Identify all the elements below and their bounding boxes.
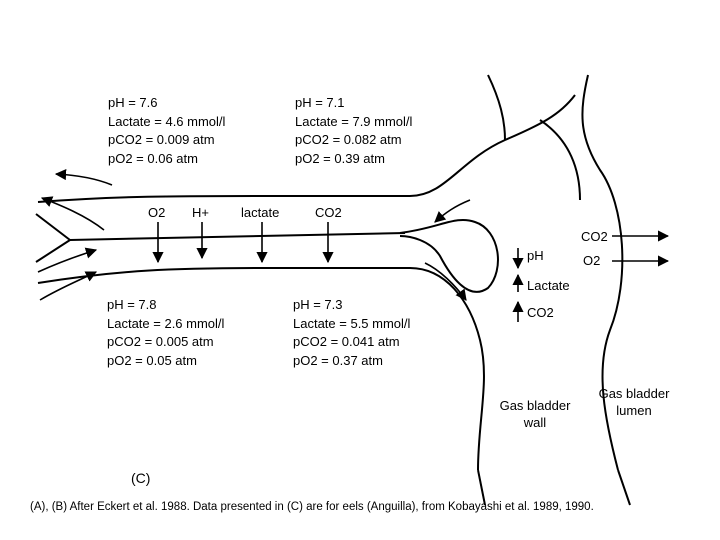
vein-bottom-lactate: Lactate = 5.5 mmol/l [293, 315, 410, 334]
panel-label: (C) [131, 470, 150, 486]
vein-top-values: pH = 7.1 Lactate = 7.9 mmol/l pCO2 = 0.0… [295, 94, 412, 168]
gland-co2-label: CO2 [527, 305, 554, 320]
artery-bottom-ph: pH = 7.8 [107, 296, 224, 315]
gas-bladder-wall-label: Gas bladder wall [490, 397, 580, 431]
artery-top-lactate: Lactate = 4.6 mmol/l [108, 113, 225, 132]
vein-bottom-ph: pH = 7.3 [293, 296, 410, 315]
lumen-co2-label: CO2 [581, 229, 608, 244]
vein-top-ph: pH = 7.1 [295, 94, 412, 113]
bladder-inner-wall [540, 120, 580, 200]
diffusion-lactate-label: lactate [241, 205, 279, 220]
diffusion-h-label: H+ [192, 205, 209, 220]
gland-ph-label: pH [527, 248, 544, 263]
artery-top-po2: pO2 = 0.06 atm [108, 150, 225, 169]
artery-bottom-lactate: Lactate = 2.6 mmol/l [107, 315, 224, 334]
artery-top-pco2: pCO2 = 0.009 atm [108, 131, 225, 150]
artery-top-ph: pH = 7.6 [108, 94, 225, 113]
diffusion-co2-label: CO2 [315, 205, 342, 220]
artery-bottom-pco2: pCO2 = 0.005 atm [107, 333, 224, 352]
capillary-bottom-wall [38, 268, 484, 470]
diffusion-o2-label: O2 [148, 205, 165, 220]
flow-arrow-in-bottom [40, 272, 96, 300]
artery-bottom-po2: pO2 = 0.05 atm [107, 352, 224, 371]
figure-caption: (A), (B) After Eckert et al. 1988. Data … [30, 501, 594, 513]
flow-arrow-out-top [56, 174, 112, 185]
vein-bottom-pco2: pCO2 = 0.041 atm [293, 333, 410, 352]
vein-bottom-po2: pO2 = 0.37 atm [293, 352, 410, 371]
flow-arrow-in-mid [38, 250, 96, 272]
bladder-wall-left-top [488, 75, 505, 140]
gas-bladder-lumen-label: Gas bladder lumen [592, 385, 676, 419]
lumen-o2-label: O2 [583, 253, 600, 268]
flow-arrow-vein-return [435, 200, 470, 222]
capillary-divider [70, 233, 405, 240]
gland-lactate-label: Lactate [527, 278, 570, 293]
artery-top-values: pH = 7.6 Lactate = 4.6 mmol/l pCO2 = 0.0… [108, 94, 225, 168]
vein-top-lactate: Lactate = 7.9 mmol/l [295, 113, 412, 132]
vein-top-pco2: pCO2 = 0.082 atm [295, 131, 412, 150]
artery-bottom-values: pH = 7.8 Lactate = 2.6 mmol/l pCO2 = 0.0… [107, 296, 224, 370]
vein-top-po2: pO2 = 0.39 atm [295, 150, 412, 169]
vein-bottom-values: pH = 7.3 Lactate = 5.5 mmol/l pCO2 = 0.0… [293, 296, 410, 370]
